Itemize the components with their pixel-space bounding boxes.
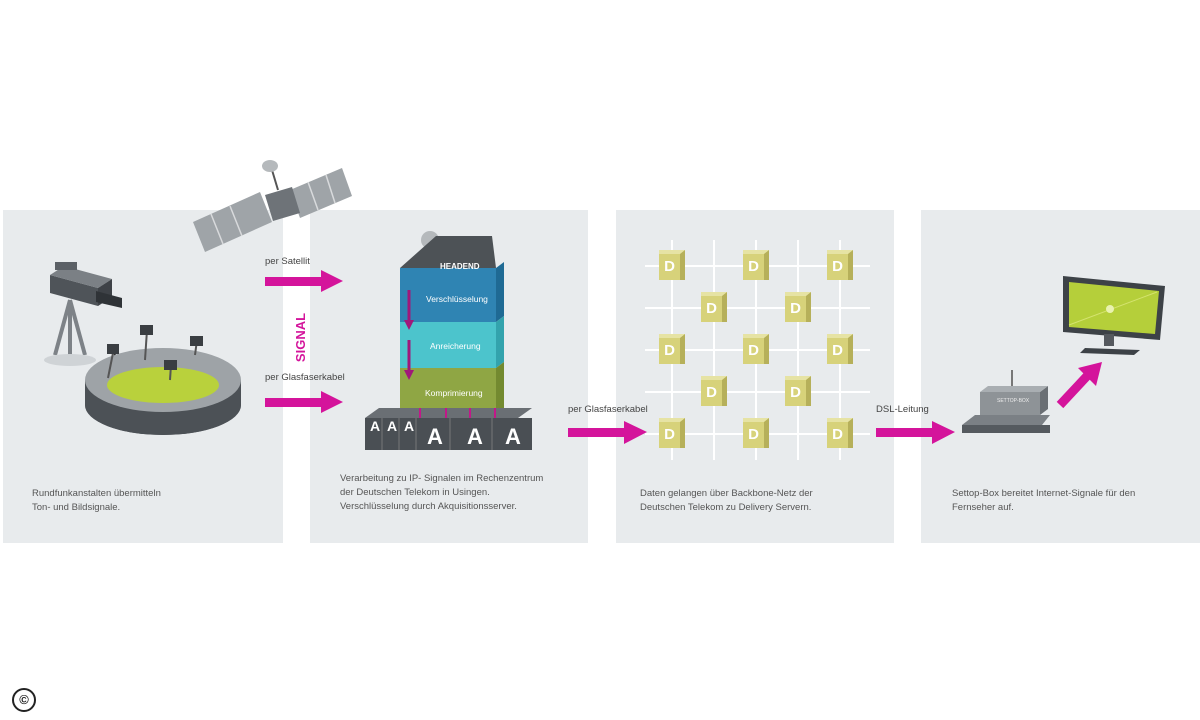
satellite-icon (193, 160, 352, 252)
server-letter: A (505, 424, 521, 449)
delivery-server-letter: D (790, 300, 801, 317)
delivery-server-icon: D (659, 334, 685, 364)
layer-label-compression: Komprimierung (425, 388, 483, 398)
arrow-fiber-1-icon (265, 391, 343, 413)
settop-box-icon (962, 370, 1050, 433)
server-letter: A (370, 418, 381, 434)
delivery-server-letter: D (832, 258, 843, 275)
arrow-tv-icon (1056, 362, 1102, 409)
caption-settop: Settop-Box bereitet Internet-Signale für… (952, 488, 1136, 513)
panel-settop (921, 210, 1200, 543)
layer-label-encryption: Verschlüsselung (426, 294, 488, 304)
server-letter: A (427, 424, 443, 449)
delivery-server-letter: D (664, 258, 675, 275)
delivery-server-icon: D (743, 334, 769, 364)
layer-label-enrichment: Anreicherung (430, 341, 481, 351)
delivery-server-icon: D (659, 250, 685, 280)
stadium-icon (85, 325, 241, 435)
server-letter: A (387, 418, 398, 434)
server-letter: A (404, 418, 415, 434)
delivery-server-letter: D (664, 426, 675, 443)
delivery-server-icon: D (743, 250, 769, 280)
delivery-server-letter: D (664, 342, 675, 359)
server-letter: A (467, 424, 483, 449)
delivery-server-letter: D (832, 342, 843, 359)
copyright-icon: © (12, 688, 36, 712)
delivery-server-letter: D (748, 342, 759, 359)
caption-broadcast: Rundfunkanstalten übermitteln Ton- und B… (32, 488, 161, 513)
delivery-server-icon: D (743, 418, 769, 448)
label-fiber-2: per Glasfaserkabel (568, 404, 648, 415)
camera-icon (44, 262, 122, 366)
delivery-server-icon: D (701, 376, 727, 406)
label-signal: SIGNAL (293, 312, 309, 363)
delivery-server-icon: D (827, 418, 853, 448)
label-fiber-1: per Glasfaserkabel (265, 372, 345, 383)
delivery-server-icon: D (827, 250, 853, 280)
delivery-server-icon: D (701, 292, 727, 322)
label-dsl: DSL-Leitung (876, 404, 929, 415)
arrow-dsl-icon (876, 421, 955, 444)
headend-tower (365, 231, 532, 450)
delivery-server-icon: D (785, 376, 811, 406)
delivery-server-icon: D (785, 292, 811, 322)
arrow-fiber-2-icon (568, 421, 647, 444)
delivery-server-icon: D (827, 334, 853, 364)
label-satellite: per Satellit (265, 256, 310, 267)
delivery-server-letter: D (832, 426, 843, 443)
caption-headend: Verarbeitung zu IP- Signalen im Rechenze… (340, 473, 544, 512)
delivery-server-letter: D (706, 300, 717, 317)
delivery-server-letter: D (706, 384, 717, 401)
settop-box-label: SETTOP-BOX (997, 398, 1030, 404)
delivery-server-letter: D (790, 384, 801, 401)
tv-icon (1063, 276, 1165, 355)
arrow-satellite-icon (265, 270, 343, 292)
delivery-server-icon: D (659, 418, 685, 448)
delivery-server-letter: D (748, 258, 759, 275)
caption-backbone: Daten gelangen über Backbone-Netz der De… (640, 488, 813, 513)
headend-title: HEADEND (440, 262, 480, 271)
delivery-server-letter: D (748, 426, 759, 443)
